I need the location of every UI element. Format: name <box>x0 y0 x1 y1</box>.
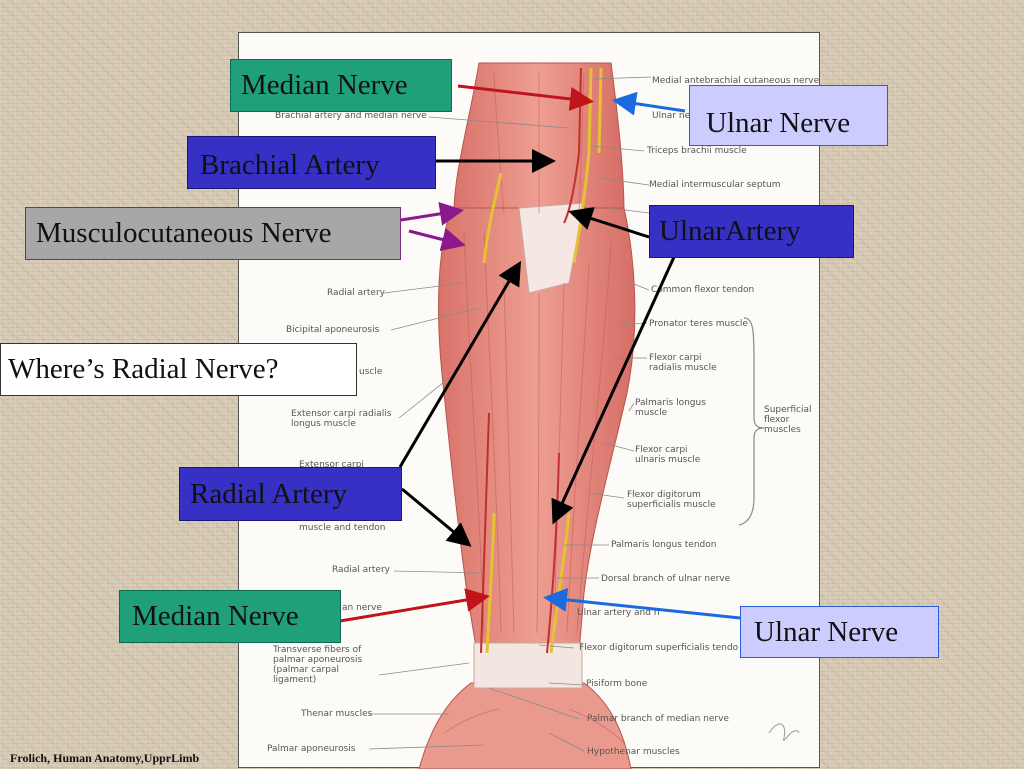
label-palmaris-longus-tendon: Palmaris longus tendon <box>611 540 717 550</box>
musculocutaneous-nerve-label: Musculocutaneous Nerve <box>25 207 401 260</box>
ulnar-nerve-label-bottom: Ulnar Nerve <box>740 606 939 658</box>
label-pisiform: Pisiform bone <box>586 679 648 689</box>
arrow-ulnar-artery-1 <box>568 207 650 239</box>
label-median-nerve-small: an nerve <box>342 603 382 613</box>
label-extensor-carpi: Extensor carpi <box>299 460 364 470</box>
label-bicipital: Bicipital aponeurosis <box>286 325 380 335</box>
ulnar-artery-label: UlnarArtery <box>649 205 854 258</box>
arrow-radial-artery-1 <box>398 260 522 468</box>
brachial-artery-label: Brachial Artery <box>187 136 436 189</box>
arrow-ulnar-top <box>612 91 686 116</box>
label-muscle-and-tendon: muscle and tendon <box>299 523 386 533</box>
median-nerve-label-top: Median Nerve <box>230 59 452 112</box>
label-radial-artery-lower: Radial artery <box>332 565 390 575</box>
radial-artery-label: Radial Artery <box>179 467 402 521</box>
label-brachial-median: Brachial artery and median nerve <box>275 111 427 121</box>
label-fds-muscle: Flexor digitorum superficialis muscle <box>627 490 716 510</box>
arrow-ulnar-artery-2 <box>551 256 676 525</box>
radial-nerve-question-label: Where’s Radial Nerve? <box>0 343 357 396</box>
label-dorsal-branch: Dorsal branch of ulnar nerve <box>601 574 731 584</box>
label-thenar: Thenar muscles <box>301 709 373 719</box>
label-muscle: uscle <box>359 367 383 377</box>
arrow-musculocutaneous-2 <box>408 227 466 252</box>
arrow-median-bottom <box>339 588 490 623</box>
label-triceps: Triceps brachii muscle <box>647 146 747 156</box>
label-fcr: Flexor carpi radialis muscle <box>649 353 717 373</box>
arrow-musculocutaneous-1 <box>400 201 464 226</box>
credit-text: Frolich, Human Anatomy,UpprLimb <box>10 751 200 765</box>
ulnar-nerve-label-top: Ulnar Nerve <box>689 85 888 146</box>
label-fds-tendon: Flexor digitorum superficialis tendo <box>579 643 739 653</box>
label-palmar-aponeurosis: Palmar aponeurosis <box>267 744 356 754</box>
label-radial-artery: Radial artery <box>327 288 385 298</box>
label-ulnar-nerve: Ulnar ne <box>652 111 691 121</box>
median-nerve-label-bottom: Median Nerve <box>119 590 341 643</box>
label-palmaris-longus-muscle: Palmaris longus muscle <box>635 398 706 418</box>
arrow-radial-artery-2 <box>401 487 472 547</box>
label-superficial-flexor: Superficial flexor muscles <box>764 405 812 435</box>
label-transverse-fibers: Transverse fibers of palmar aponeurosis … <box>273 645 363 685</box>
label-pronator-teres: Pronator teres muscle <box>649 319 748 329</box>
label-ulnar-artery-and: Ulnar artery and n <box>577 608 660 618</box>
label-common-flexor: Common flexor tendon <box>651 285 755 295</box>
arrow-median-top <box>457 84 594 111</box>
label-palmar-branch: Palmar branch of median nerve <box>587 714 729 724</box>
label-fcu: Flexor carpi ulnaris muscle <box>635 445 701 465</box>
label-hypothenar: Hypothenar muscles <box>587 747 680 757</box>
arrow-ulnar-bottom <box>543 587 741 620</box>
label-medial-antebrachial: Medial antebrachial cutaneous nerve <box>652 76 820 86</box>
label-ecrl: Extensor carpi radialis longus muscle <box>291 409 392 429</box>
label-medial-intermuscular: Medial intermuscular septum <box>649 180 781 190</box>
